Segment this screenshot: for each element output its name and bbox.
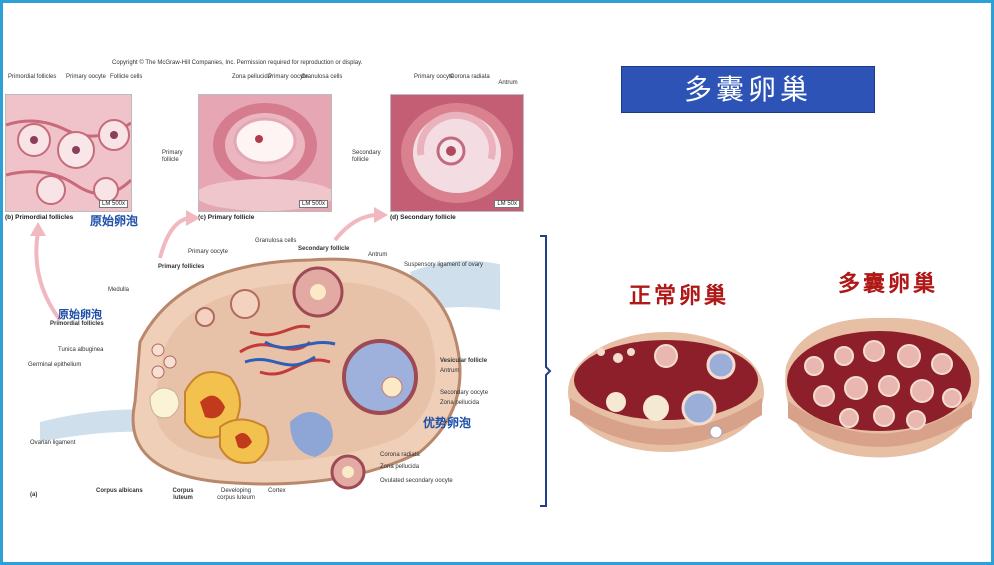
label-corona-radiata: Corona radiata [380,452,420,458]
label-zona-pellucida: Zona pellucida [440,400,480,406]
label-primary-follicles: Primary follicles [158,264,205,270]
pcos-ovary-illustration [785,317,980,458]
label-ovulated-oocyte: Ovulated secondary oocyte [380,478,453,484]
label-primary-follicle-c: Primary follicle [162,150,183,163]
micrograph-primordial: LM 500x [5,94,132,212]
cn-primordial-b: 原始卵泡 [90,214,139,228]
label-granulosa-cells: Granulosa cells [255,238,297,244]
cn-dominant-follicle: 优势卵泡 [423,416,472,430]
label-corpus-albicans: Corpus albicans [96,488,143,494]
label-primary-oocyte-b: Primary oocyte [66,74,107,80]
micrograph-primary-drawing [199,95,331,211]
label-medulla: Medulla [108,287,130,293]
label-antrum-top: Antrum [368,252,388,258]
label-primary-oocyte-c: Primary oocyte [268,74,309,80]
pcos-ovary-title: 多囊卵巢 [838,271,939,297]
label-secondary-oocyte: Secondary oocyte [440,390,489,396]
label-ovarian-ligament: Ovarian ligament [30,440,76,446]
label-suspensory-ligament: Suspensory ligament of ovary [404,262,484,268]
label-tunica-albuginea: Tunica albuginea [58,347,104,353]
label-primary-oocyte-d: Primary oocyte [414,74,455,80]
magnification-b: LM 500x [98,200,128,208]
micrograph-primordial-drawing [6,95,131,211]
label-vesicular-follicle: Vesicular follicle [440,358,488,364]
micrograph-secondary-drawing [391,95,523,211]
label-antrum-d: Antrum [498,80,518,86]
label-granulosa-cells-c: Granulosa cells [301,74,343,80]
label-corona-radiata-d: Corona radiata [450,74,490,80]
label-zona-pellucida-c: Zona pellucida [232,74,272,80]
ovary-diagram [40,257,500,490]
slide-title: 多囊卵巢 [621,66,875,113]
label-developing-corpus-luteum: Developing corpus luteum [217,488,255,501]
label-antrum: Antrum [440,368,460,374]
caption-b: (b) Primordial follicles [5,214,74,221]
diagram-panel-label: (a) [30,492,38,498]
label-secondary-follicle-d: Secondary follicle [352,150,381,163]
magnification-d: LM 50x [494,200,520,208]
label-corpus-luteum: Corpus luteum [172,488,194,501]
label-germinal-epithelium: Germinal epithelium [28,362,82,368]
caption-c: (c) Primary follicle [198,214,255,221]
normal-ovary-title: 正常卵巢 [629,283,730,309]
label-zona-pellucida-2: Zona pellucida [380,464,420,470]
label-primordial-follicles-b: Primordial follicles [8,74,57,80]
caption-d: (d) Secondary follicle [390,214,456,221]
copyright-notice: Copyright © The McGraw-Hill Companies, I… [112,60,363,66]
label-cortex: Cortex [268,488,286,494]
magnification-c: LM 500x [298,200,328,208]
label-follicle-cells-b: Follicle cells [110,74,143,80]
label-secondary-follicle: Secondary follicle [298,246,350,252]
micrograph-primary: LM 500x [198,94,332,212]
normal-ovary-illustration [568,332,764,452]
cn-primordial-diagram: 原始卵泡 [58,308,102,321]
label-primordial-follicles: Primordial follicles [50,321,104,327]
bracket [540,235,552,507]
micrograph-secondary: LM 50x [390,94,524,212]
label-primary-oocyte: Primary oocyte [188,249,229,255]
